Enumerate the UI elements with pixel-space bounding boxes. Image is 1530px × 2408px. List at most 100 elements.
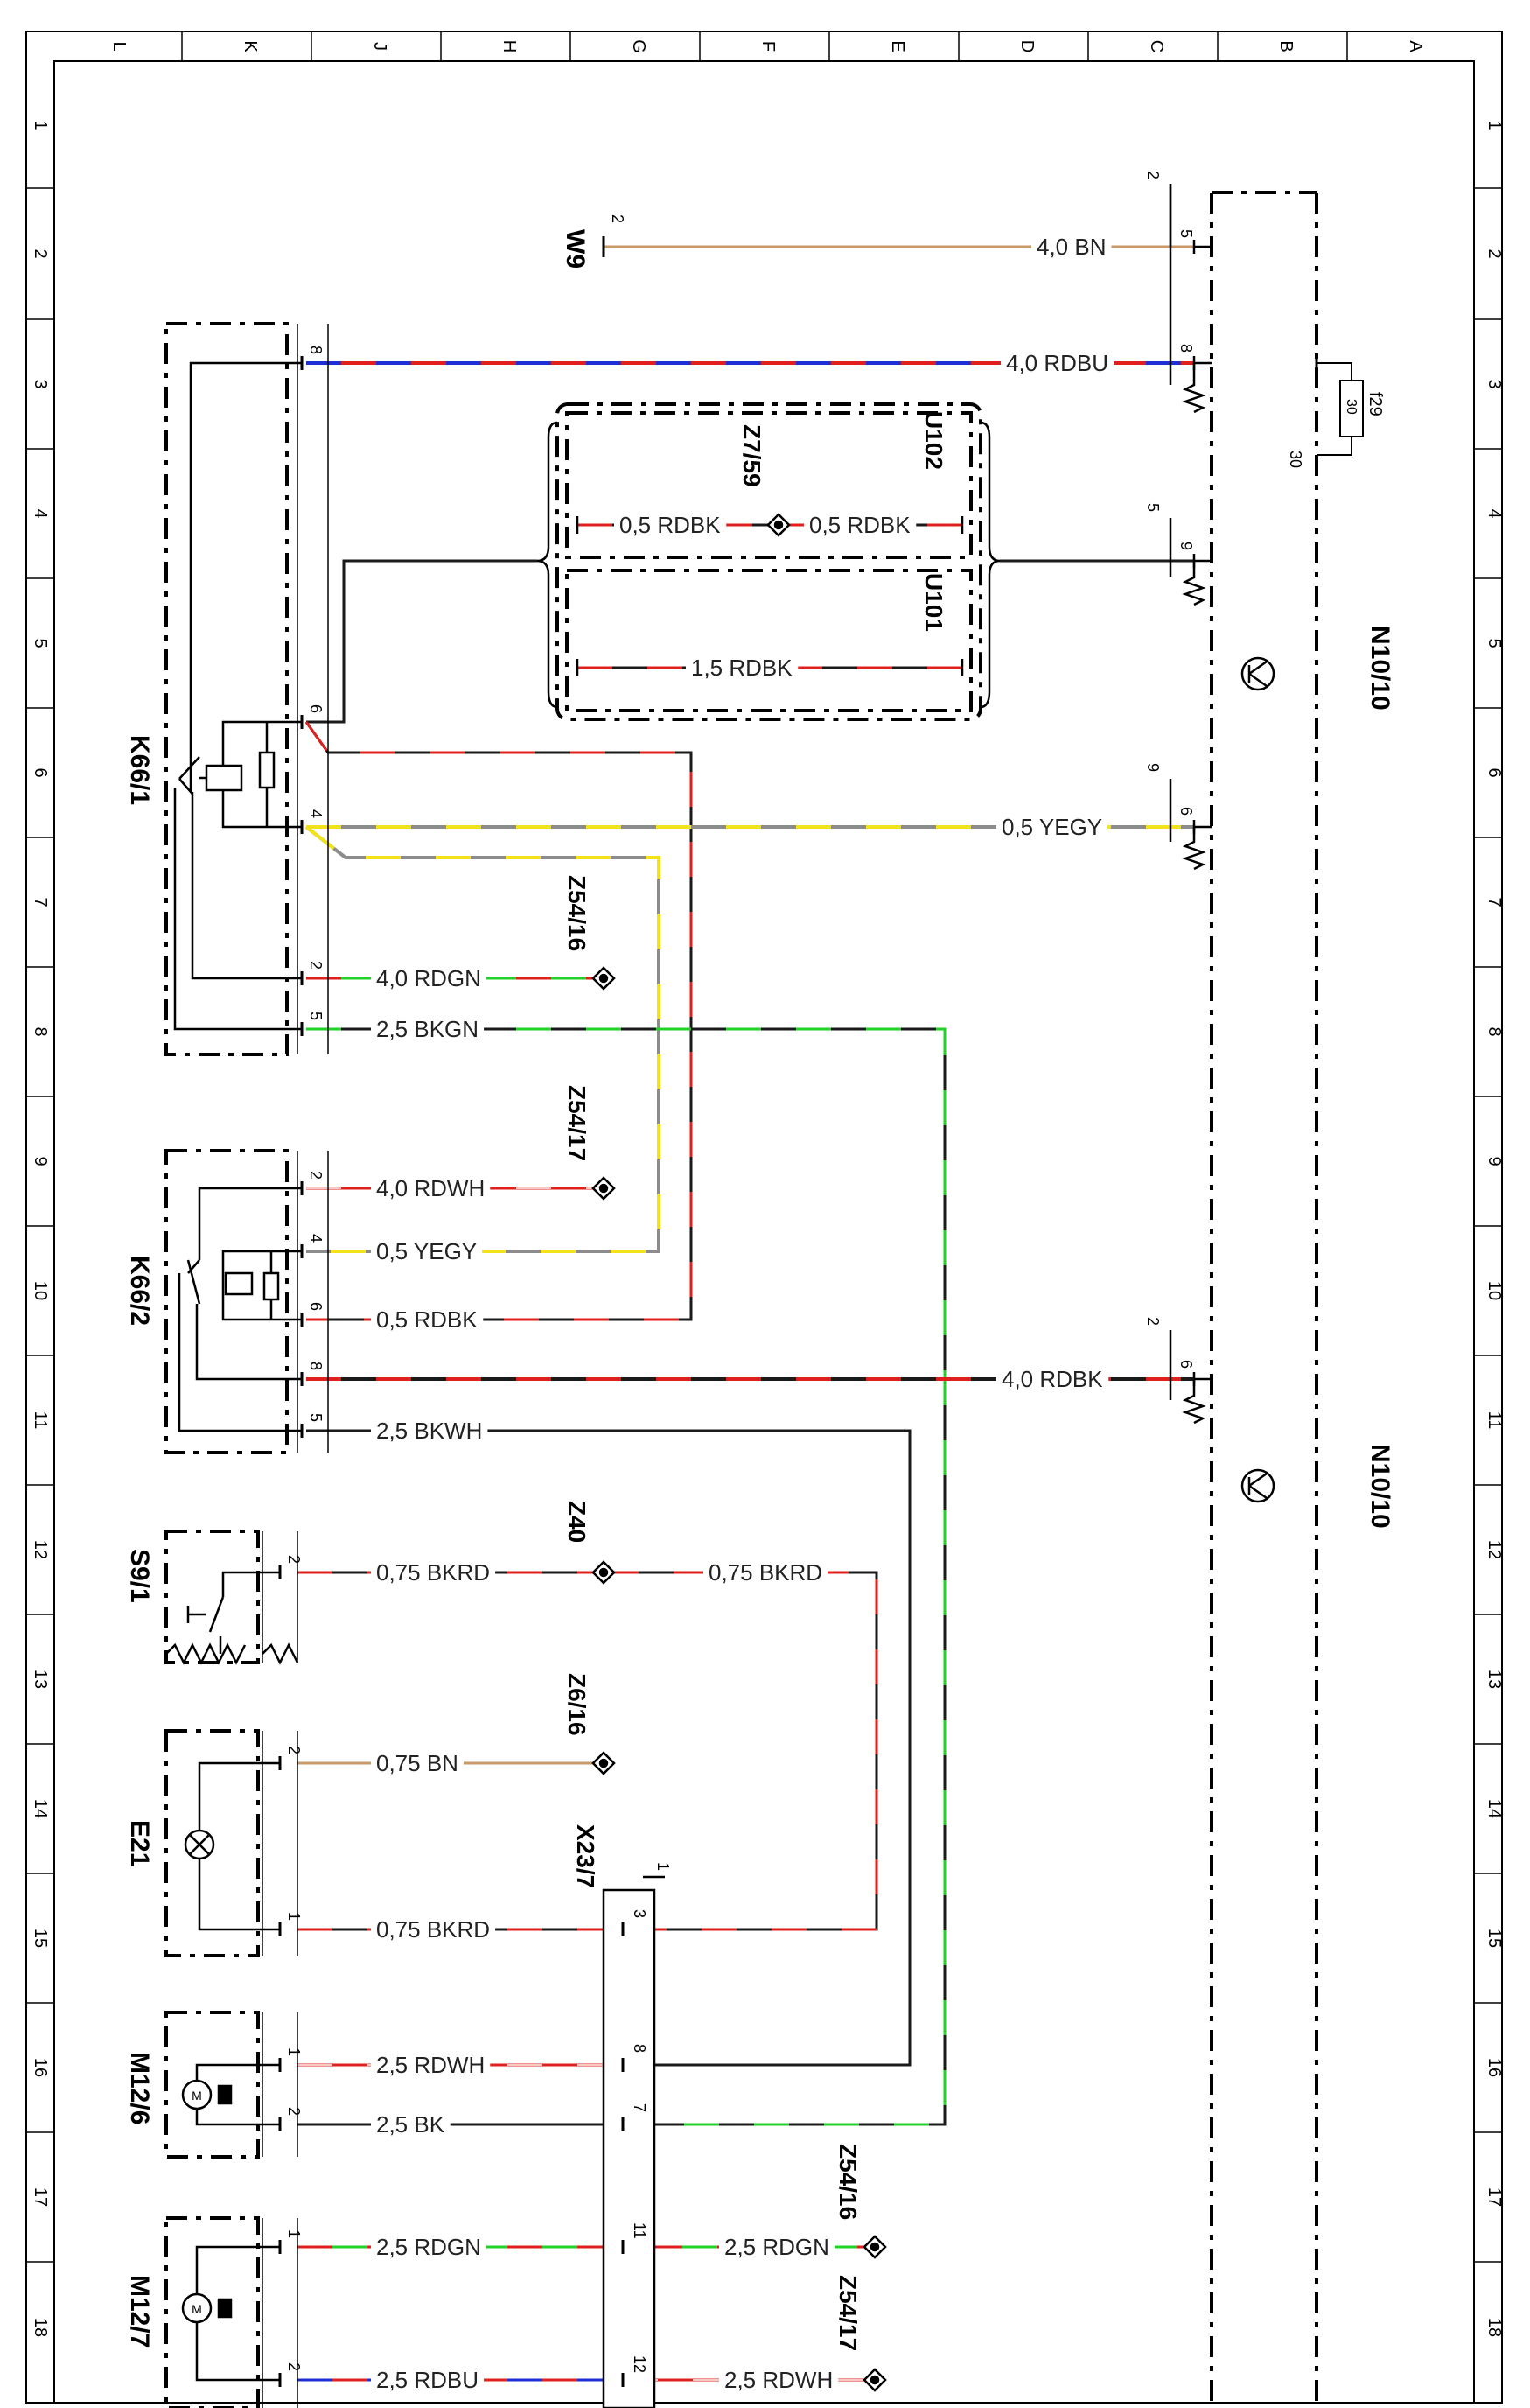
wire-rdbk[interactable]	[304, 721, 693, 1321]
inner-wire-ends	[576, 516, 964, 676]
k66-1-label: K66/1	[125, 735, 154, 805]
wire-label: 4,0 BN	[1037, 234, 1107, 260]
wire-label-backing	[371, 1305, 484, 1334]
row-label: 17	[31, 2188, 50, 2207]
row-label: 5	[1485, 638, 1504, 648]
wire-label-backing	[371, 963, 486, 993]
wire-label: 1,5 RDBK	[691, 654, 793, 681]
col-label: D	[1017, 40, 1037, 52]
s9-1-label: S9/1	[125, 1549, 154, 1603]
pin-label: 2	[285, 1555, 303, 1564]
row-label: 11	[1485, 1411, 1504, 1430]
col-label: J	[370, 42, 389, 51]
row-label: 5	[31, 638, 50, 648]
wire-label: 0,75 BKRD	[709, 1559, 822, 1586]
row-label: 1	[1485, 120, 1504, 130]
row-label: 14	[1485, 1799, 1504, 1818]
brace-icon	[536, 421, 1001, 709]
u101-label: U101	[920, 573, 947, 632]
k66-2-pin-labels: 2 4 6 8 5	[307, 1171, 325, 1422]
pin-label: 1	[285, 1912, 303, 1921]
e21-label: E21	[125, 1820, 154, 1866]
splice-icon	[766, 513, 791, 537]
wire-label: 0,5 YEGY	[376, 1238, 477, 1264]
row-label: 15	[31, 1928, 50, 1948]
f29-pin-30: 30	[1287, 451, 1304, 468]
pin-label: 2	[285, 1746, 303, 1754]
u102-u101-group	[555, 402, 982, 721]
splice-labels: Z7/59 Z54/16 Z54/17 Z40 Z6/16 Z54/16 Z54…	[563, 424, 862, 2351]
pin-label: 6	[1177, 807, 1195, 816]
wire-label: 4,0 RDBK	[1002, 1366, 1103, 1392]
pin-label: 5	[1177, 229, 1195, 238]
wire-label-backing	[371, 1014, 485, 1044]
wire-label: 0,5 RDBK	[809, 512, 911, 538]
col-label: C	[1147, 40, 1166, 52]
pin-label: 9	[1144, 763, 1162, 772]
s9-1-switch	[164, 1530, 260, 1664]
row-label: 7	[31, 897, 50, 906]
row-label: 4	[31, 508, 50, 518]
wire-label-backing	[371, 2110, 451, 2139]
s9-1-internals	[165, 1531, 299, 1665]
x23-7-label: X23/7	[572, 1824, 599, 1888]
wire-label: 2,5 BKWH	[376, 1418, 482, 1444]
row-label: 3	[31, 379, 50, 388]
splice-z54-17-label: Z54/17	[563, 1085, 590, 1161]
wire-bkwh[interactable]	[306, 1429, 912, 2067]
wire-label: 0,75 BKRD	[376, 1916, 490, 1942]
wire-label: 0,5 RDBK	[376, 1306, 478, 1333]
splice-z54-16-label: Z54/16	[835, 2144, 862, 2220]
w9-pin: 2	[609, 214, 626, 223]
pin-label: 2	[1144, 171, 1162, 179]
row-label: 13	[31, 1670, 50, 1689]
u102-label: U102	[920, 411, 947, 470]
row-label: 18	[1485, 2318, 1504, 2337]
row-label: 1	[31, 120, 50, 130]
wire-label: 2,5 BKGN	[376, 1016, 479, 1042]
n10-10-module	[1210, 191, 1318, 2408]
wire-label-backing	[371, 2232, 486, 2262]
row-label: 15	[1485, 1928, 1504, 1948]
transistor-icon	[1240, 656, 1275, 691]
e21-internals	[184, 1731, 298, 1956]
pin-label: 8	[307, 1362, 325, 1370]
pin-label: 1	[285, 2230, 303, 2238]
row-label: 6	[1485, 767, 1504, 777]
splice-z54-17-label: Z54/17	[835, 2275, 862, 2351]
column-labels: L K J H G F E D C B A	[109, 39, 1425, 53]
splice-z40-label: Z40	[563, 1501, 590, 1543]
k66-2-internals	[178, 1151, 329, 1452]
row-label: 4	[1485, 508, 1504, 518]
row-label: 12	[31, 1540, 50, 1559]
splice-icon	[591, 1751, 616, 1775]
n10-10-label-a: N10/10	[1366, 626, 1394, 710]
w9-label: W9	[561, 229, 590, 269]
row-label: 13	[1485, 1670, 1504, 1689]
f29-inner-pin: 30	[1344, 399, 1359, 415]
row-label: 8	[1485, 1026, 1504, 1036]
drawing-frame	[25, 31, 1503, 2404]
wire-label: 4,0 RDGN	[376, 965, 481, 991]
wire-label: 2,5 RDGN	[724, 2234, 829, 2260]
col-label: G	[629, 39, 648, 53]
k66-1-internals	[173, 324, 329, 1054]
k66-2-label: K66/2	[125, 1256, 154, 1326]
pin-label: 2	[307, 1171, 325, 1180]
splice-z7-59-label: Z7/59	[738, 424, 765, 487]
col-label: E	[888, 40, 907, 52]
wire-label-backing	[614, 510, 727, 540]
k66-2-relay	[164, 1149, 289, 1454]
row-label: 14	[31, 1799, 50, 1818]
m12-6-internals: M	[181, 2012, 298, 2157]
pin-label: 6	[307, 704, 325, 713]
pin-label: 11	[631, 2222, 648, 2239]
transistor-icon	[1240, 1468, 1275, 1503]
wire-bk[interactable]	[306, 559, 537, 724]
splice-icon	[591, 966, 616, 990]
n10-pin-labels: 2 5 8 5 9 9 6 2 6	[1144, 171, 1195, 1368]
m12-7-motor	[164, 2216, 260, 2408]
wire-label-backing	[719, 2365, 839, 2395]
row-labels: 1 2 3 4 5 6 7 8 9 10 11 12 13 14 15 16 1…	[31, 120, 1504, 2337]
